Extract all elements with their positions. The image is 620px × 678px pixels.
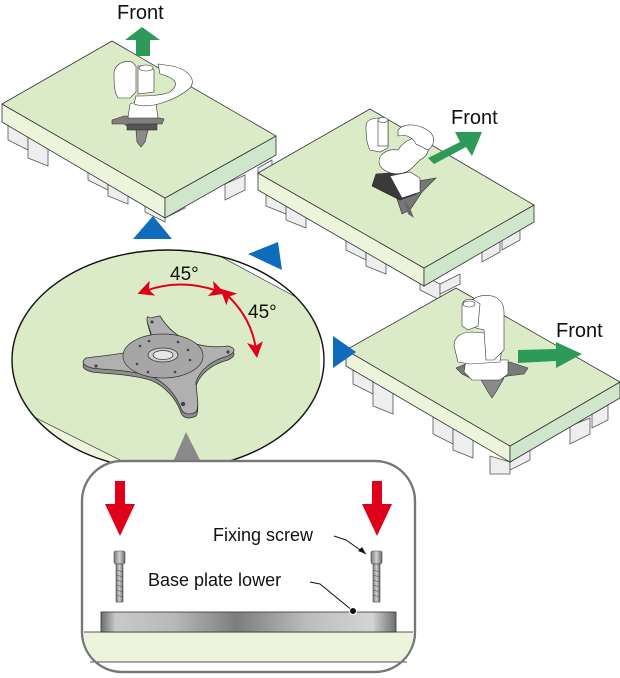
pointer-triangle-right <box>333 336 356 368</box>
fixing-screw-leader <box>333 535 367 555</box>
front-label-right: Front <box>556 320 603 342</box>
callout-connector <box>173 432 201 462</box>
screw-icon <box>370 550 383 603</box>
fixing-screw-label: Fixing screw <box>213 525 314 545</box>
pointer-triangle-up <box>133 216 172 239</box>
screw-icon <box>113 550 126 603</box>
base-plate-icon <box>82 315 235 419</box>
front-label-top-right: Front <box>451 107 498 129</box>
base-plate-lower-label: Base plate lower <box>148 570 281 590</box>
angle-arrow-2 <box>220 288 263 358</box>
front-arrow-up <box>125 27 160 56</box>
insert-arrow-left <box>105 481 135 536</box>
robot-arm-icon <box>365 117 437 218</box>
angle-label-2: 45° <box>248 302 277 323</box>
robot-arm-icon <box>453 295 529 399</box>
angle-label-1: 45° <box>170 264 199 285</box>
pointer-triangle-diagonal <box>248 242 282 270</box>
base-plate-lower-leader <box>309 581 354 612</box>
base-plate-lower-bar <box>100 611 397 633</box>
front-label-top-left: Front <box>117 2 164 24</box>
front-arrow-diagonal <box>428 132 482 164</box>
insert-arrow-right <box>362 481 392 536</box>
table-top-right <box>257 108 535 301</box>
front-arrow-right <box>518 342 582 368</box>
robot-arm-icon <box>111 61 193 148</box>
detail-panel: Fixing screw Base plate lower <box>80 459 417 674</box>
angle-arrow-1 <box>137 280 226 296</box>
